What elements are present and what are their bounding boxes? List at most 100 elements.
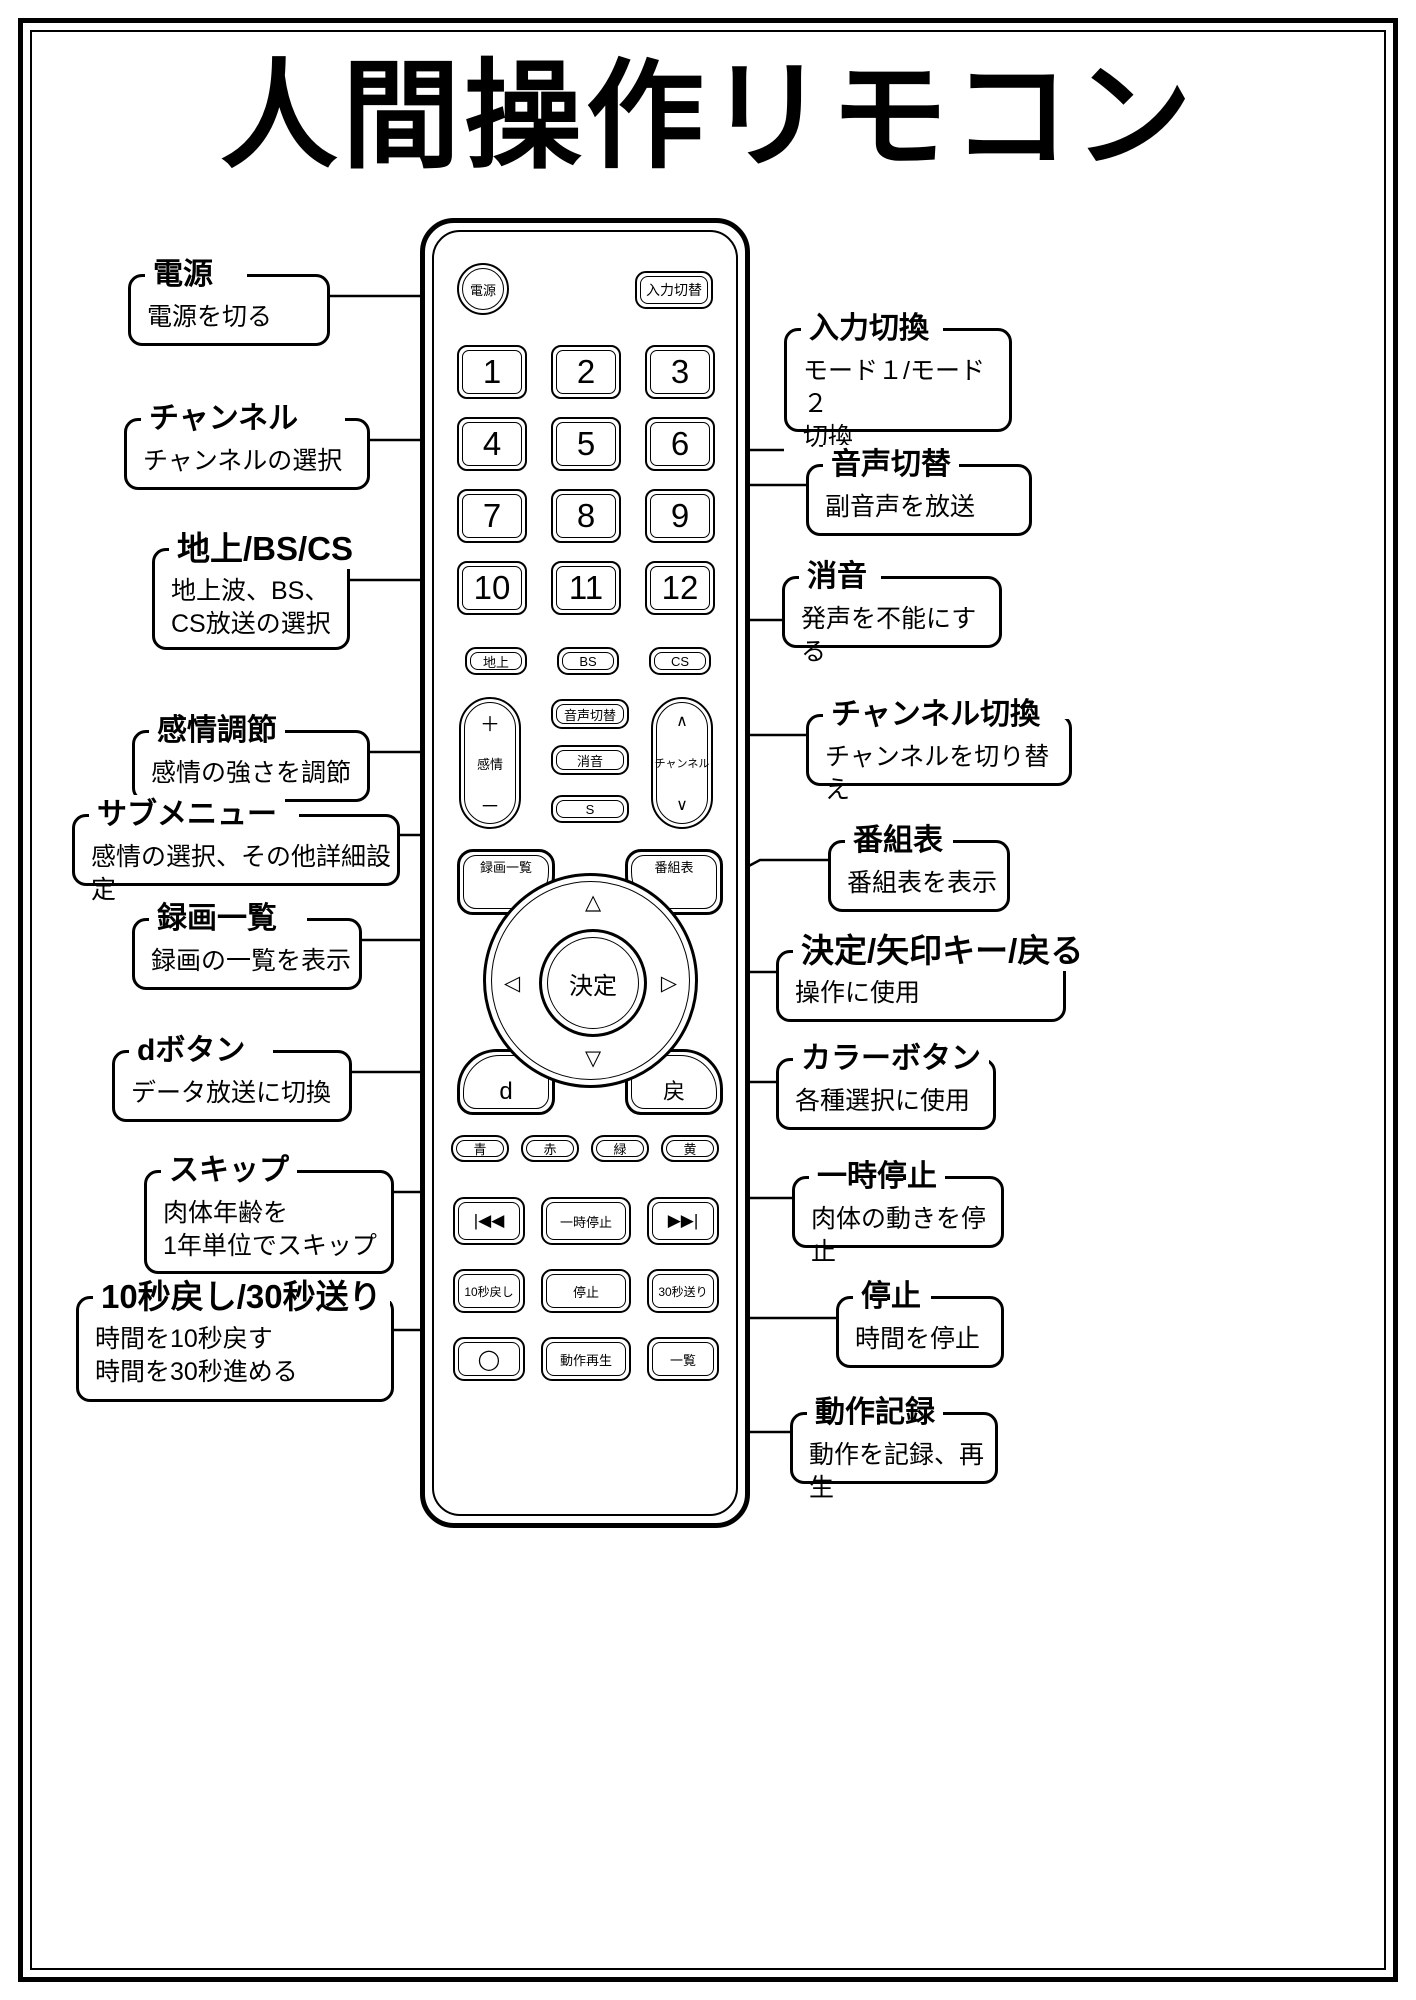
callout-power-desc: 電源を切る bbox=[147, 303, 273, 331]
pause-label: 一時停止 bbox=[559, 1214, 612, 1230]
callout-skip: スキップ 肉体年齢を 1年単位でスキップ bbox=[144, 1151, 394, 1274]
source-button-bs[interactable]: BS bbox=[557, 647, 619, 675]
callout-record-title: 動作記録 bbox=[807, 1393, 943, 1433]
number-button-3[interactable]: 3 bbox=[645, 345, 715, 399]
number-button-11[interactable]: 11 bbox=[551, 561, 621, 615]
number-label: 2 bbox=[576, 353, 596, 390]
pause-button[interactable]: 一時停止 bbox=[541, 1197, 631, 1245]
mute-button[interactable]: 消音 bbox=[551, 745, 629, 775]
color-button-green[interactable]: 緑 bbox=[591, 1135, 649, 1162]
number-label: 3 bbox=[670, 353, 690, 390]
callout-colors: カラーボタン 各種選択に使用 bbox=[776, 1039, 996, 1130]
channel-up-label: ∧ bbox=[676, 713, 688, 730]
callout-submenu-desc: 感情の選択、その他詳細設定 bbox=[91, 843, 392, 904]
dpad[interactable]: △ ▽ ◁ ▷ 決定 bbox=[483, 873, 698, 1088]
number-button-2[interactable]: 2 bbox=[551, 345, 621, 399]
callout-chswitch-desc: チャンネルを切り替え bbox=[825, 743, 1050, 804]
callout-chswitch-title: チャンネル切換 bbox=[823, 695, 1049, 735]
number-label: 12 bbox=[661, 569, 699, 606]
dpad-down-icon[interactable]: ▽ bbox=[585, 1047, 602, 1070]
callout-stop: 停止 時間を停止 bbox=[836, 1277, 1004, 1368]
audio-switch-button[interactable]: 音声切替 bbox=[551, 699, 629, 729]
callout-channel-title: チャンネル bbox=[141, 399, 307, 439]
callout-chswitch: チャンネル切換 チャンネルを切り替え bbox=[806, 695, 1072, 804]
number-label: 9 bbox=[670, 497, 690, 534]
number-label: 8 bbox=[576, 497, 596, 534]
back10-button[interactable]: 10秒戻し bbox=[453, 1269, 525, 1313]
emotion-minus-label: － bbox=[480, 795, 500, 818]
callout-broadcast-desc: 地上波、BS、 CS放送の選択 bbox=[171, 577, 331, 638]
channel-down-label: ∨ bbox=[676, 797, 688, 814]
callout-pause: 一時停止 肉体の動きを停止 bbox=[792, 1157, 1004, 1266]
callout-submenu: サブメニュー 感情の選択、その他詳細設定 bbox=[72, 795, 400, 904]
callout-pause-title: 一時停止 bbox=[809, 1157, 945, 1197]
number-button-5[interactable]: 5 bbox=[551, 417, 621, 471]
source-button-terrestrial[interactable]: 地上 bbox=[465, 647, 527, 675]
callout-skip-title: スキップ bbox=[161, 1151, 297, 1191]
dpad-left-icon[interactable]: ◁ bbox=[504, 972, 521, 995]
callout-seek: 10秒戻し/30秒送り 時間を10秒戻す 時間を30秒進める bbox=[76, 1277, 399, 1402]
power-button[interactable]: 電源 bbox=[457, 263, 509, 315]
color-label: 青 bbox=[473, 1142, 487, 1157]
callout-mute-desc: 発声を不能にする bbox=[801, 605, 977, 666]
input-switch-label: 入力切替 bbox=[646, 282, 702, 298]
page-title: 人間操作リモコン bbox=[219, 51, 1196, 183]
callout-colors-desc: 各種選択に使用 bbox=[795, 1087, 971, 1115]
callout-audio-desc: 副音声を放送 bbox=[825, 493, 976, 521]
number-button-8[interactable]: 8 bbox=[551, 489, 621, 543]
callout-seek-desc: 時間を10秒戻す 時間を30秒進める bbox=[95, 1325, 298, 1386]
input-switch-button[interactable]: 入力切替 bbox=[635, 271, 713, 309]
play-action-button[interactable]: 動作再生 bbox=[541, 1337, 631, 1381]
enter-button[interactable]: 決定 bbox=[539, 929, 647, 1037]
number-button-9[interactable]: 9 bbox=[645, 489, 715, 543]
callout-reclist-desc: 録画の一覧を表示 bbox=[151, 947, 352, 975]
number-label: 10 bbox=[473, 569, 511, 606]
source-label: CS bbox=[670, 653, 690, 669]
source-label: 地上 bbox=[482, 654, 509, 670]
callout-enter: 決定/矢印キー/戻る 操作に使用 bbox=[776, 931, 1092, 1022]
skip-forward-button[interactable]: ▶▶| bbox=[647, 1197, 719, 1245]
skip-back-button[interactable]: |◀◀ bbox=[453, 1197, 525, 1245]
back10-label: 10秒戻し bbox=[464, 1284, 514, 1299]
callout-dbutton-title: dボタン bbox=[129, 1031, 254, 1071]
color-button-blue[interactable]: 青 bbox=[451, 1135, 509, 1162]
skip-back-icon: |◀◀ bbox=[473, 1211, 505, 1230]
list-label: 一覧 bbox=[669, 1352, 696, 1368]
callout-reclist: 録画一覧 録画の一覧を表示 bbox=[132, 899, 362, 990]
callout-record-desc: 動作を記録、再生 bbox=[809, 1441, 985, 1502]
stop-button[interactable]: 停止 bbox=[541, 1269, 631, 1313]
play-action-label: 動作再生 bbox=[559, 1352, 612, 1368]
forward30-button[interactable]: 30秒送り bbox=[647, 1269, 719, 1313]
color-button-yellow[interactable]: 黄 bbox=[661, 1135, 719, 1162]
color-button-red[interactable]: 赤 bbox=[521, 1135, 579, 1162]
number-button-4[interactable]: 4 bbox=[457, 417, 527, 471]
mute-label: 消音 bbox=[576, 753, 603, 769]
callout-emotion-desc: 感情の強さを調節 bbox=[151, 759, 352, 787]
callout-seek-title: 10秒戻し/30秒送り bbox=[93, 1277, 390, 1317]
callout-broadcast-title: 地上/BS/CS bbox=[169, 529, 362, 569]
record-circle-icon: ◯ bbox=[477, 1348, 501, 1371]
emotion-rocker[interactable]: ＋ 感情 － bbox=[459, 697, 521, 829]
emotion-name-label: 感情 bbox=[476, 756, 503, 772]
channel-rocker[interactable]: ∧ チャンネル ∨ bbox=[651, 697, 713, 829]
poster-frame-outer bbox=[18, 18, 1398, 1982]
submenu-button[interactable]: S bbox=[551, 795, 629, 823]
callout-audio: 音声切替 副音声を放送 bbox=[806, 445, 1032, 536]
callout-enter-title: 決定/矢印キー/戻る bbox=[793, 931, 1092, 971]
callout-guide-title: 番組表 bbox=[845, 821, 951, 861]
poster-frame-inner bbox=[30, 30, 1386, 1970]
number-button-7[interactable]: 7 bbox=[457, 489, 527, 543]
record-button[interactable]: ◯ bbox=[453, 1337, 525, 1381]
list-button[interactable]: 一覧 bbox=[647, 1337, 719, 1381]
number-button-1[interactable]: 1 bbox=[457, 345, 527, 399]
number-button-12[interactable]: 12 bbox=[645, 561, 715, 615]
number-button-6[interactable]: 6 bbox=[645, 417, 715, 471]
dpad-right-icon[interactable]: ▷ bbox=[660, 972, 677, 995]
source-button-cs[interactable]: CS bbox=[649, 647, 711, 675]
dpad-up-icon[interactable]: △ bbox=[585, 891, 602, 914]
number-button-10[interactable]: 10 bbox=[457, 561, 527, 615]
audio-switch-label: 音声切替 bbox=[563, 707, 616, 723]
callout-power: 電源 電源を切る bbox=[128, 255, 330, 346]
callout-colors-title: カラーボタン bbox=[793, 1039, 989, 1079]
